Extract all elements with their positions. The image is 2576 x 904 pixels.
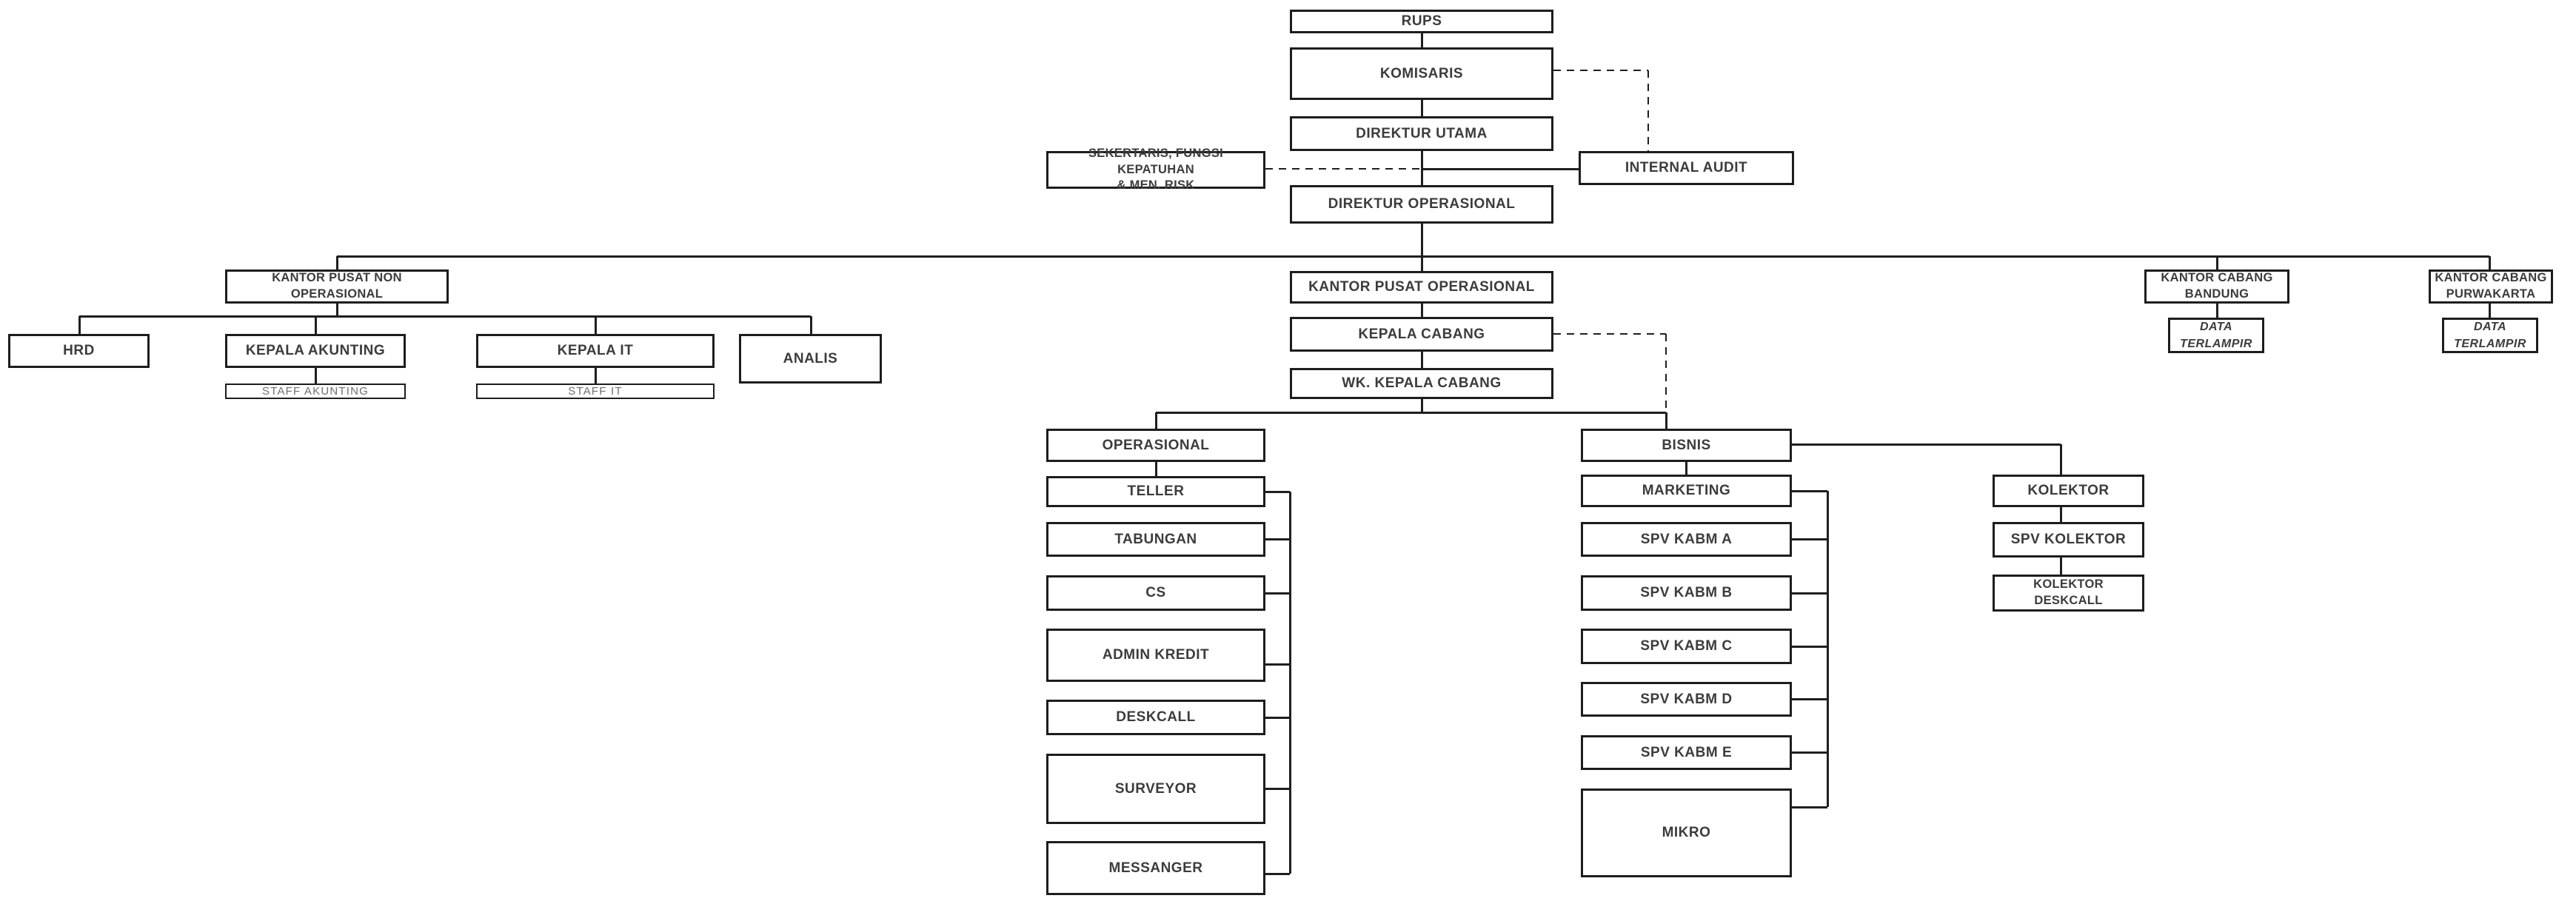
org-box-kantor-pusat-non-operasional: KANTOR PUSAT NON OPERASIONAL (225, 269, 449, 304)
connector-line-25 (1553, 333, 1666, 335)
org-box-internal-audit: INTERNAL AUDIT (1579, 151, 1794, 185)
org-box-komisaris: KOMISARIS (1290, 47, 1553, 100)
connector-line-24 (2488, 304, 2491, 318)
connector-line-42 (1826, 491, 1829, 807)
connector-line-34 (1265, 592, 1290, 595)
org-box-admin-kredit: ADMIN KREDIT (1046, 629, 1265, 682)
org-box-kolektor: KOLEKTOR (1993, 475, 2144, 507)
org-box-staff-akunting: STAFF AKUNTING (225, 384, 406, 399)
org-box-spv-kabm-e: SPV KABM E (1581, 735, 1792, 770)
connector-line-43 (1792, 489, 1827, 492)
connector-line-38 (1265, 872, 1290, 875)
connector-line-23 (2215, 304, 2218, 318)
org-box-direktur-utama: DIREKTUR UTAMA (1290, 116, 1553, 151)
connector-line-48 (1792, 751, 1827, 754)
connector-line-39 (1685, 462, 1687, 475)
connector-line-8 (335, 256, 338, 269)
org-box-rups: RUPS (1290, 10, 1553, 33)
org-box-teller: TELLER (1046, 476, 1265, 507)
connector-line-28 (1154, 412, 1157, 429)
connector-line-3 (1420, 224, 1423, 271)
org-box-surveyor: SURVEYOR (1046, 754, 1265, 824)
org-box-deskcall: DESKCALL (1046, 700, 1265, 735)
org-box-spv-kolektor: SPV KOLEKTOR (1993, 522, 2144, 558)
connector-line-13 (1553, 70, 1648, 71)
connector-line-19 (594, 316, 597, 334)
connector-line-14 (1647, 70, 1649, 151)
org-box-messanger: MESSANGER (1046, 841, 1265, 895)
connector-line-20 (809, 316, 812, 334)
connector-line-7 (337, 255, 2489, 258)
connector-line-9 (2215, 256, 2218, 269)
org-box-mikro: MIKRO (1581, 789, 1792, 877)
org-box-wk-kepala-cabang: WK. KEPALA CABANG (1290, 368, 1553, 399)
org-box-tabungan: TABUNGAN (1046, 522, 1265, 557)
connector-line-35 (1265, 663, 1290, 666)
org-box-spv-kabm-d: SPV KABM D (1581, 682, 1792, 717)
connector-line-47 (1792, 697, 1827, 700)
connector-line-5 (1420, 352, 1423, 368)
connector-line-46 (1792, 645, 1827, 648)
org-box-operasional: OPERASIONAL (1046, 429, 1265, 462)
connector-line-15 (335, 304, 338, 316)
org-box-kolektor-deskcall: KOLEKTOR DESKCALL (1993, 575, 2144, 612)
connector-line-44 (1792, 538, 1827, 540)
org-box-sekertaris: SEKERTARIS, FUNGSI KEPATUHAN & MEN. RISK (1046, 147, 1265, 192)
connector-line-11 (1265, 168, 1422, 170)
connector-line-41 (2059, 444, 2062, 475)
connector-line-12 (1422, 167, 1579, 170)
org-box-kantor-pusat-operasional: KANTOR PUSAT OPERASIONAL (1290, 271, 1553, 304)
connector-line-40 (1792, 443, 2061, 446)
org-box-direktur-operasional: DIREKTUR OPERASIONAL (1290, 185, 1553, 224)
org-box-kepala-akunting: KEPALA AKUNTING (225, 334, 406, 368)
connector-line-36 (1265, 716, 1290, 719)
connector-line-45 (1792, 592, 1827, 595)
connector-line-29 (1665, 412, 1667, 429)
org-box-spv-kabm-b: SPV KABM B (1581, 575, 1792, 611)
connector-line-18 (314, 316, 317, 334)
connector-line-27 (1156, 411, 1666, 414)
org-box-hrd: HRD (8, 334, 150, 368)
connector-line-4 (1420, 304, 1423, 317)
connector-line-17 (78, 316, 81, 334)
org-box-kepala-cabang: KEPALA CABANG (1290, 317, 1553, 352)
org-box-kantor-cabang-purwakarta: KANTOR CABANG PURWAKARTA (2429, 269, 2553, 304)
org-box-data-terlampir-purwakarta: DATA TERLAMPIR (2442, 318, 2538, 353)
org-box-bisnis: BISNIS (1581, 429, 1792, 462)
connector-line-26 (1665, 334, 1667, 412)
org-box-data-terlampir-bandung: DATA TERLAMPIR (2168, 318, 2264, 353)
connector-line-10 (2488, 256, 2491, 269)
org-box-spv-kabm-c: SPV KABM C (1581, 629, 1792, 664)
connector-line-1 (1420, 100, 1423, 116)
connector-line-32 (1265, 490, 1290, 493)
connector-line-30 (1154, 462, 1157, 476)
connector-line-21 (314, 368, 317, 384)
org-box-analis: ANALIS (739, 334, 882, 384)
connector-line-22 (594, 368, 597, 384)
connector-line-16 (79, 315, 811, 318)
org-box-staff-it: STAFF IT (476, 384, 715, 399)
connector-line-37 (1265, 787, 1290, 790)
connector-line-50 (2059, 507, 2062, 522)
connector-line-33 (1265, 538, 1290, 540)
org-box-kantor-cabang-bandung: KANTOR CABANG BANDUNG (2144, 269, 2289, 304)
connector-line-49 (1792, 806, 1827, 808)
org-box-spv-kabm-a: SPV KABM A (1581, 522, 1792, 557)
org-box-kepala-it: KEPALA IT (476, 334, 715, 368)
connector-line-0 (1420, 33, 1423, 47)
org-box-marketing: MARKETING (1581, 475, 1792, 507)
connector-line-31 (1288, 492, 1291, 874)
connector-line-51 (2059, 558, 2062, 575)
org-box-cs: CS (1046, 575, 1265, 611)
connector-line-6 (1420, 399, 1423, 412)
